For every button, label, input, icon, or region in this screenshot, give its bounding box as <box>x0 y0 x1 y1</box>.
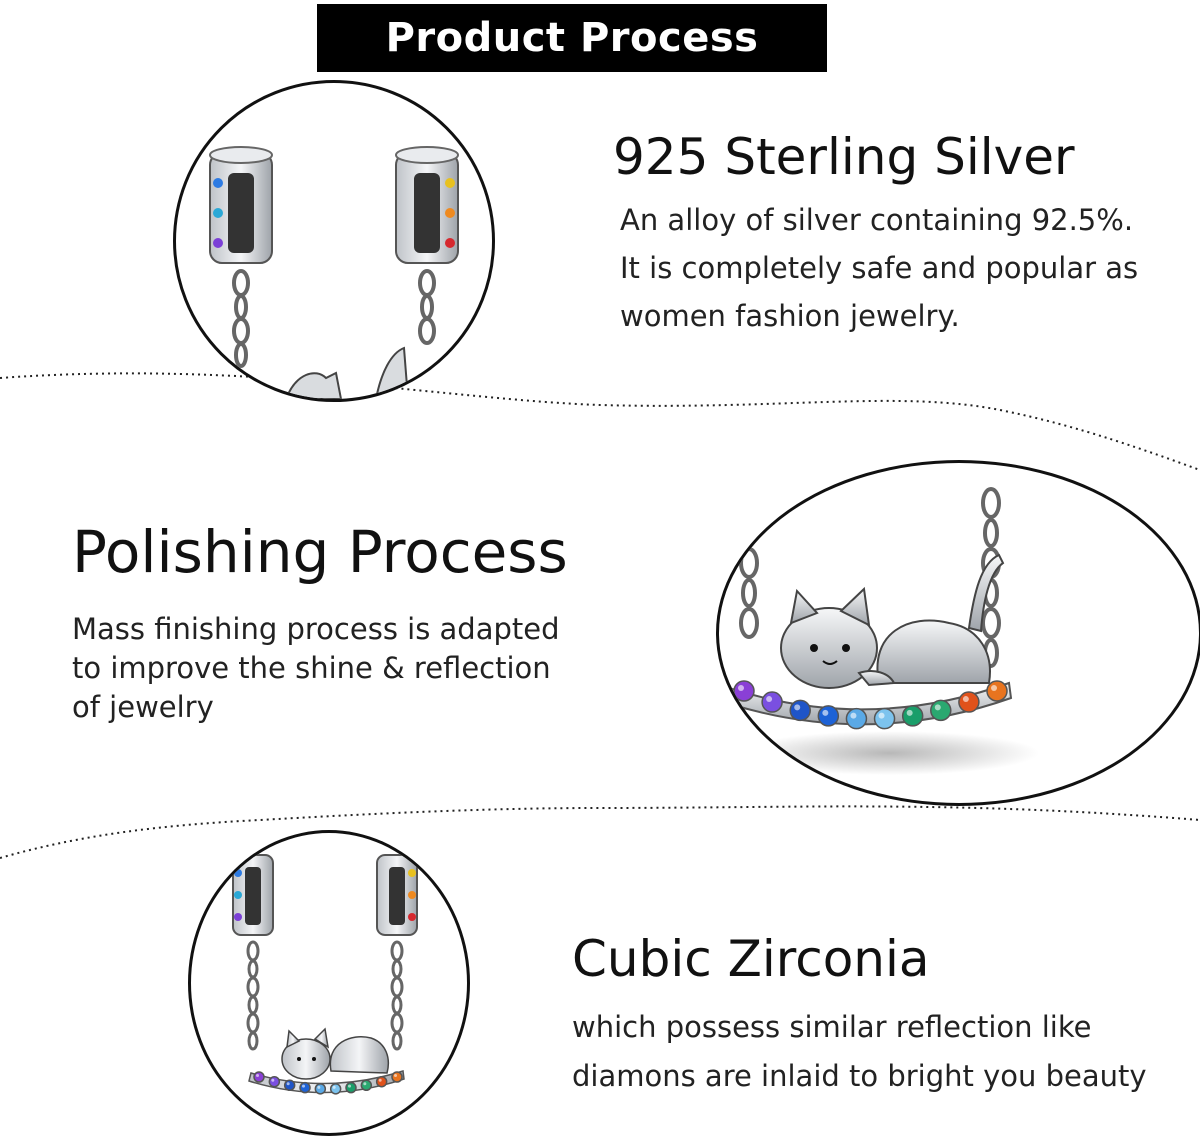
gem-highlight <box>378 1078 382 1082</box>
gem-highlight <box>394 1074 397 1077</box>
banner-title: Product Process <box>385 15 759 61</box>
gem-stone <box>391 1071 403 1083</box>
gem-highlight <box>363 1082 367 1086</box>
gem-highlight <box>302 1084 305 1088</box>
gem-stone <box>329 1083 342 1095</box>
charm-closeup-illustration <box>209 146 459 399</box>
gem-stone <box>314 1083 327 1095</box>
gem-stone <box>360 1079 373 1092</box>
description-line: It is completely safe and popular as <box>620 251 1139 285</box>
gem-stone <box>901 705 924 727</box>
dotted-divider-top <box>0 372 1200 471</box>
gem-stone <box>873 707 896 730</box>
description-cubic-zirconia: which possess similar reflection like di… <box>572 1003 1147 1101</box>
gem-stone <box>789 699 811 722</box>
gem-highlight <box>286 1082 290 1086</box>
description-line: to improve the shine & reflection <box>72 651 551 685</box>
gem-highlight <box>991 685 997 691</box>
gem-highlight <box>822 709 829 716</box>
gem-highlight <box>738 685 744 691</box>
gem-highlight <box>906 709 913 716</box>
gem-highlight <box>348 1084 351 1088</box>
gem-stone <box>299 1081 311 1094</box>
dotted-divider-bottom <box>0 805 1200 859</box>
heading-polishing-process: Polishing Process <box>72 518 568 586</box>
heading-sterling-silver: 925 Sterling Silver <box>613 128 1075 186</box>
gem-stone <box>930 699 952 722</box>
gem-stone <box>845 707 868 730</box>
gem-highlight <box>256 1074 259 1077</box>
cat-charm-illustration <box>725 487 1039 775</box>
gem-stone <box>761 691 783 713</box>
gem-highlight <box>271 1078 275 1082</box>
gem-row-small <box>253 1071 403 1095</box>
gem-stone <box>375 1075 388 1088</box>
description-line: Mass finishing process is adapted <box>72 612 560 646</box>
gem-stone <box>958 691 980 713</box>
heading-cubic-zirconia: Cubic Zirconia <box>572 930 930 988</box>
product-image-chain-closeup <box>173 80 495 402</box>
gem-stone <box>345 1081 357 1094</box>
gem-highlight <box>317 1085 321 1089</box>
gem-stone <box>268 1075 281 1088</box>
gem-row <box>733 680 1008 730</box>
description-line: which possess similar reflection like <box>572 1010 1092 1044</box>
full-charm-illustration <box>232 854 418 1095</box>
gem-stone <box>733 680 755 702</box>
description-sterling-silver: An alloy of silver containing 92.5%. It … <box>620 196 1138 340</box>
gem-highlight <box>934 704 941 711</box>
gem-stone <box>817 705 840 727</box>
product-image-full-charm <box>188 830 470 1136</box>
gem-stone <box>986 680 1008 702</box>
section-banner: Product Process <box>317 4 827 72</box>
gem-highlight <box>850 712 857 719</box>
gem-highlight <box>332 1085 336 1089</box>
description-polishing-process: Mass finishing process is adapted to imp… <box>72 610 560 727</box>
description-line: An alloy of silver containing 92.5%. <box>620 203 1134 237</box>
gem-highlight <box>794 704 801 711</box>
product-image-cat-charm <box>716 460 1200 806</box>
gem-stone <box>253 1071 265 1083</box>
description-line: of jewelry <box>72 690 214 724</box>
gem-highlight <box>878 712 885 719</box>
gem-highlight <box>766 696 773 703</box>
description-line: women fashion jewelry. <box>620 299 960 333</box>
gem-highlight <box>962 696 969 703</box>
description-line: diamons are inlaid to bright you beauty <box>572 1059 1147 1093</box>
gem-stone <box>283 1079 296 1092</box>
